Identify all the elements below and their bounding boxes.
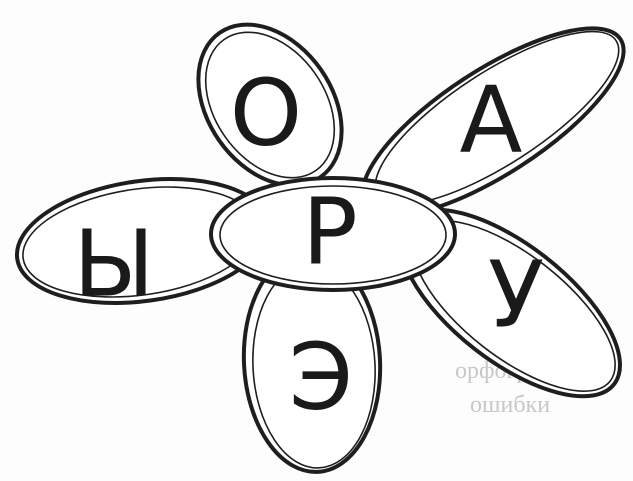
letter-right: У [488, 242, 544, 349]
letter-top: О [230, 60, 302, 167]
letter-center: Р [302, 179, 357, 286]
letter-bottom: Э [289, 324, 353, 431]
letter-left: Ы [73, 211, 154, 318]
letter-top-right: А [460, 67, 523, 174]
ghost-text-2: ошибки [470, 392, 550, 418]
